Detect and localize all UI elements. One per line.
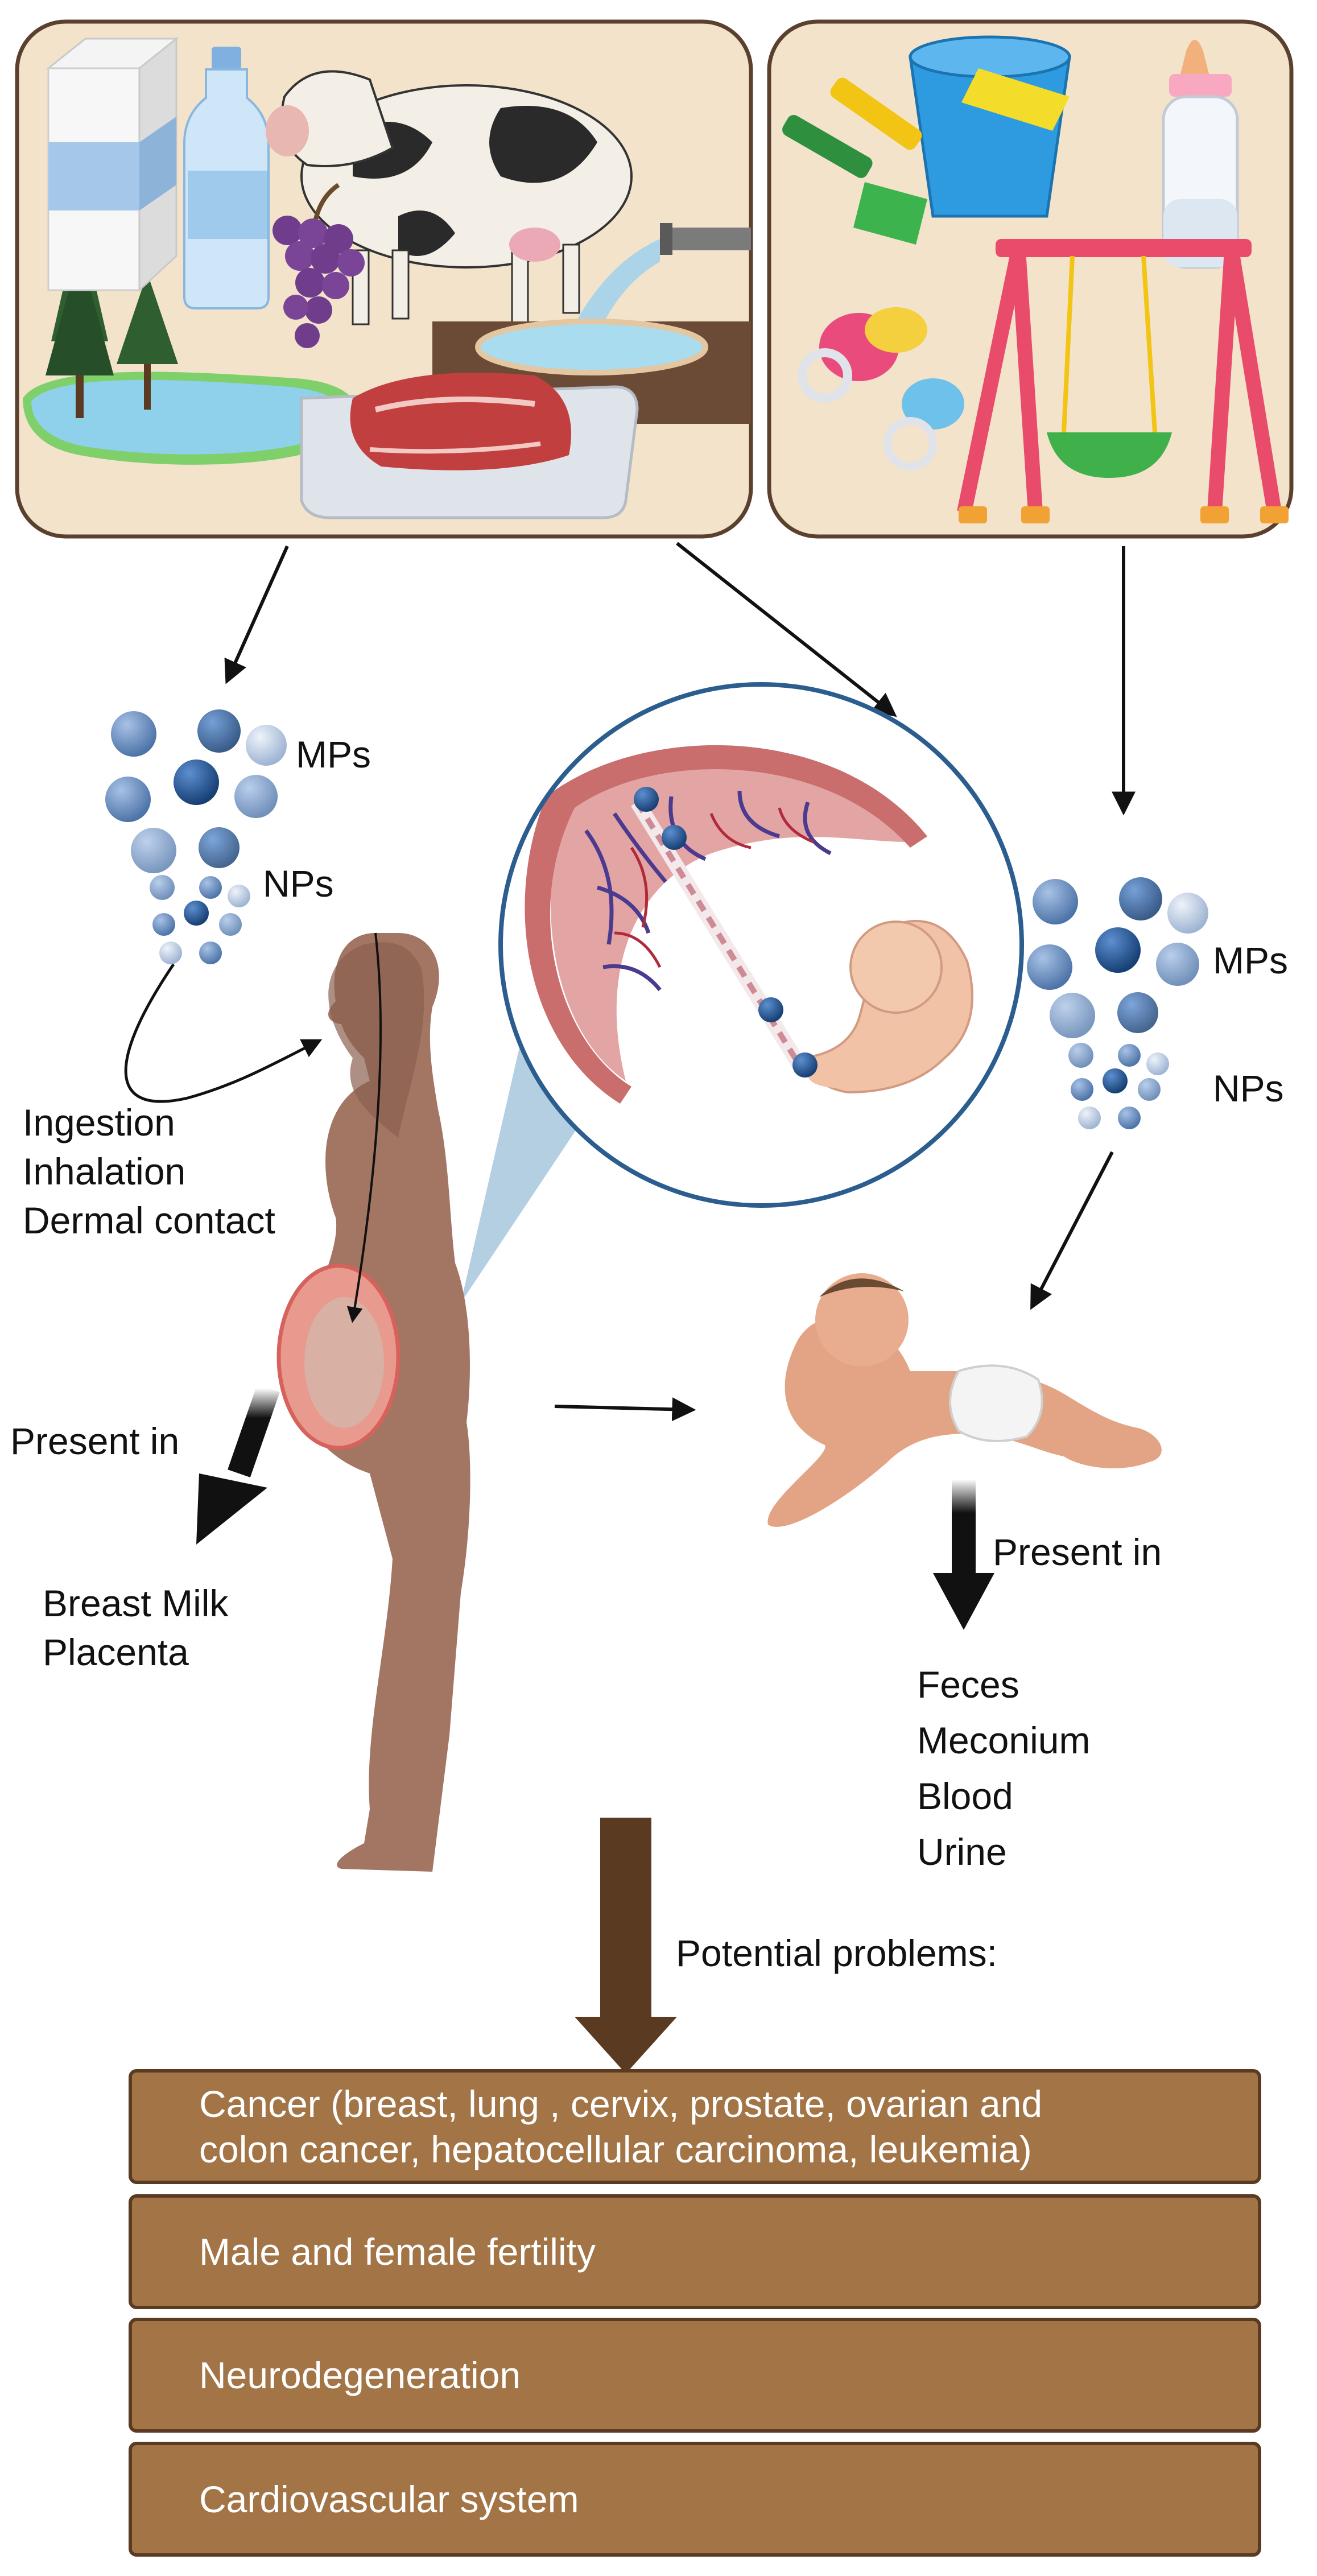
infant-present-in-item: Blood <box>917 1775 1013 1817</box>
particle <box>199 876 222 899</box>
particle <box>758 997 783 1022</box>
mother-present-in-item: Breast Milk <box>43 1582 229 1624</box>
milk-carton-icon <box>46 36 179 292</box>
problem-text: colon cancer, hepatocellular carcinoma, … <box>199 2128 1032 2170</box>
particle-cluster-right <box>1027 877 1208 1129</box>
pacifier-icon <box>798 307 927 403</box>
mother-present-in-item: Placenta <box>43 1631 189 1673</box>
infant-present-in-list: Feces Meconium Blood Urine <box>917 1657 1090 1880</box>
sand-shovel-icon <box>782 68 1070 245</box>
placenta-zoom-view <box>498 682 1024 1208</box>
particle <box>1033 879 1078 924</box>
nps-label-right: NPs <box>1213 1067 1284 1109</box>
exposure-route: Inhalation <box>23 1150 186 1192</box>
infant-icon <box>767 1273 1162 1527</box>
exposure-route: Dermal contact <box>23 1199 275 1241</box>
arrow-particles-to-infant <box>1030 1151 1114 1310</box>
children-products-panel <box>767 19 1294 539</box>
lake-icon <box>23 371 358 465</box>
particle <box>199 827 240 868</box>
particle <box>1119 877 1162 920</box>
particle <box>152 913 175 936</box>
arrow-particles-to-mother <box>124 963 323 1103</box>
infant-present-in-label: Present in <box>993 1531 1162 1573</box>
present-in-arrow-mother <box>196 1384 280 1545</box>
pregnant-woman-icon <box>276 932 470 1872</box>
particle <box>1078 1107 1101 1129</box>
infant-present-in-item: Urine <box>917 1831 1007 1873</box>
present-in-arrow-infant <box>933 1479 994 1630</box>
nps-label-left: NPs <box>263 862 334 905</box>
infant-present-in-item: Feces <box>917 1663 1019 1706</box>
particle <box>792 1052 818 1078</box>
particle-cluster-left <box>105 709 287 964</box>
particle <box>1068 1043 1093 1068</box>
particle <box>105 777 151 822</box>
particle <box>1118 1107 1141 1129</box>
particle <box>1071 1078 1093 1101</box>
problem-text: Male and female fertility <box>199 2231 596 2273</box>
arrow-mother-to-infant <box>554 1397 696 1422</box>
problem-text: Cancer (breast, lung , cervix, prostate,… <box>199 2083 1043 2125</box>
mother-present-in-list: Breast Milk Placenta <box>43 1579 228 1677</box>
arrow-food-to-particles <box>224 545 289 684</box>
particle <box>159 942 182 964</box>
problem-box-cardiovascular: Cardiovascular system <box>129 2442 1261 2557</box>
particle <box>197 709 241 753</box>
particle <box>150 875 175 900</box>
particle <box>1095 927 1141 973</box>
mother-present-in-label: Present in <box>10 1420 180 1462</box>
particle <box>111 711 156 757</box>
particle <box>131 828 176 873</box>
particle <box>234 775 278 818</box>
particle <box>1050 993 1095 1038</box>
particle <box>1156 943 1199 986</box>
particle <box>1146 1052 1169 1075</box>
particle <box>662 825 687 850</box>
packaged-meat-icon <box>300 373 639 519</box>
diaper-icon <box>949 1364 1043 1442</box>
problem-box-cancer: Cancer (breast, lung , cervix, prostate,… <box>129 2069 1261 2184</box>
teether-icon <box>883 378 964 470</box>
water-bottle-icon <box>183 47 270 309</box>
problem-text: Neurodegeneration <box>199 2354 521 2396</box>
exposure-route: Ingestion <box>23 1101 175 1143</box>
swing-icon <box>957 239 1289 523</box>
water-outlet-icon <box>432 223 751 424</box>
particle <box>634 787 659 812</box>
particle <box>1027 944 1072 990</box>
problem-box-neurodegeneration: Neurodegeneration <box>129 2318 1261 2433</box>
potential-problems-label: Potential problems: <box>676 1932 997 1974</box>
grapes-icon <box>273 183 365 348</box>
arrow-food-to-placenta <box>676 542 897 717</box>
tree-icon <box>46 216 178 418</box>
particle <box>228 885 250 907</box>
particle <box>1138 1078 1161 1101</box>
particle <box>199 942 222 964</box>
particle <box>184 901 209 926</box>
particle <box>219 913 242 936</box>
problem-text: Cardiovascular system <box>199 2478 579 2520</box>
infant-present-in-item: Meconium <box>917 1719 1091 1761</box>
particle <box>1117 992 1158 1033</box>
cow-icon <box>266 70 633 325</box>
particle <box>174 759 219 805</box>
particle <box>246 725 287 766</box>
particle <box>1118 1044 1141 1067</box>
exposure-routes-list: Ingestion Inhalation Dermal contact <box>23 1098 275 1245</box>
food-environment-panel <box>15 19 753 539</box>
particle <box>1167 893 1208 934</box>
mps-label-left: MPs <box>296 733 371 775</box>
particle <box>1103 1068 1128 1093</box>
embryo-icon <box>800 919 973 1094</box>
potential-problems-arrow <box>575 1818 677 2074</box>
problem-box-fertility: Male and female fertility <box>129 2194 1261 2309</box>
mps-label-right: MPs <box>1213 939 1288 981</box>
